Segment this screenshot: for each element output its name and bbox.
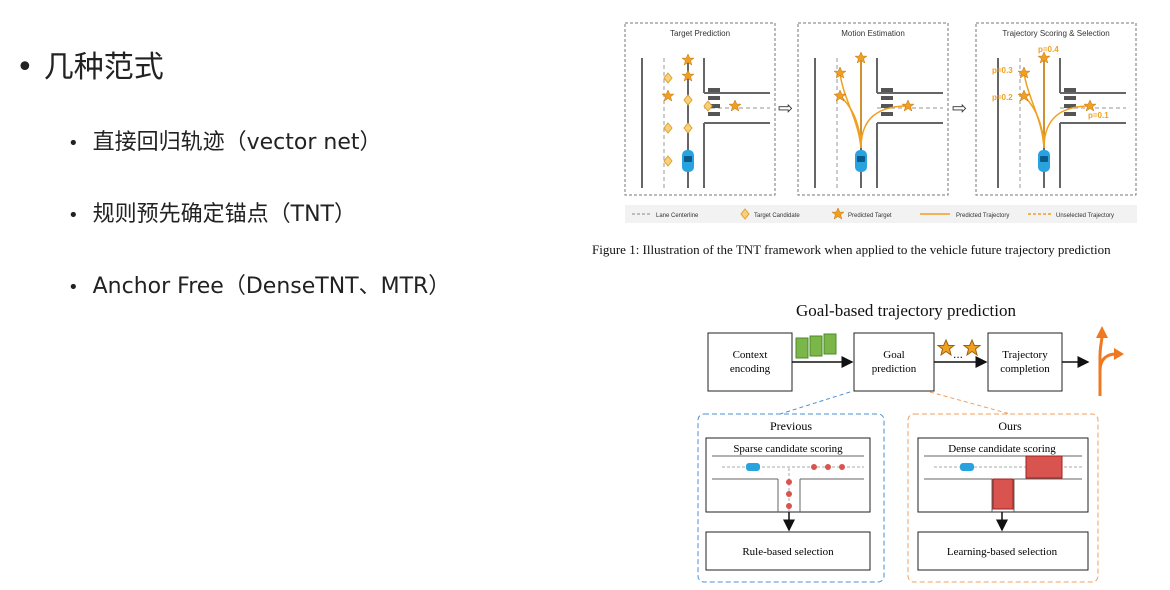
legend-lane: Lane Centerline xyxy=(656,213,699,219)
bullet-main: •几种范式 xyxy=(16,50,164,85)
panel-3-title: Trajectory Scoring & Selection xyxy=(1002,29,1109,38)
tnt-figure: Target Prediction ⇨ Motion Estimation ⇨ … xyxy=(624,22,1137,223)
bullet-sub-1-text: 直接回归轨迹（vector net） xyxy=(92,130,382,155)
feature-blocks xyxy=(795,333,837,359)
goal-box xyxy=(853,332,935,392)
completion-box xyxy=(987,332,1063,392)
goal-ellipsis: ... xyxy=(953,347,963,361)
prob-02: p=0.2 xyxy=(992,93,1013,102)
bullet-sub-2-text: 规则预先确定锚点（TNT） xyxy=(92,202,356,227)
goal-stars: ... xyxy=(936,338,982,361)
goal-text-2: prediction xyxy=(872,363,917,375)
learning-label: Learning-based selection xyxy=(947,546,1058,558)
previous-panel: Previous Sparse candidate scoring Rule-b… xyxy=(697,413,885,583)
legend-unselected: Unselected Trajectory xyxy=(1056,213,1114,219)
dense-label: Dense candidate scoring xyxy=(948,443,1056,455)
goal-figure: Goal-based trajectory prediction Context… xyxy=(697,301,1124,583)
previous-label: Previous xyxy=(770,419,812,433)
sparse-label: Sparse candidate scoring xyxy=(733,443,843,455)
output-arrows xyxy=(1096,326,1124,396)
svg-text:⇨: ⇨ xyxy=(778,98,793,118)
context-text-1: Context xyxy=(733,349,768,361)
ours-label: Ours xyxy=(998,419,1022,433)
bullet-main-text: 几种范式 xyxy=(43,50,164,85)
tnt-caption: Figure 1: Illustration of the TNT framew… xyxy=(592,242,1111,257)
rule-label: Rule-based selection xyxy=(742,546,834,558)
svg-text:⇨: ⇨ xyxy=(952,98,967,118)
legend-candidate: Target Candidate xyxy=(754,213,800,219)
bullet-sub-3-text: Anchor Free（DenseTNT、MTR） xyxy=(92,274,451,299)
panel-motion-estimation: Motion Estimation xyxy=(797,22,949,196)
ours-panel: Ours Dense candidate scoring Learning-ba… xyxy=(907,413,1099,583)
bullet-sub-3: •Anchor Free（DenseTNT、MTR） xyxy=(68,274,451,299)
bullet-sub-1: •直接回归轨迹（vector net） xyxy=(68,130,382,155)
goal-text-1: Goal xyxy=(883,349,904,361)
panel-target-prediction: Target Prediction xyxy=(624,22,776,196)
completion-text-2: completion xyxy=(1000,363,1050,375)
context-box xyxy=(707,332,793,392)
bullet-sub-2: •规则预先确定锚点（TNT） xyxy=(68,202,356,227)
legend-predicted: Predicted Trajectory xyxy=(956,213,1009,219)
prob-03: p=0.3 xyxy=(992,66,1013,75)
context-text-2: encoding xyxy=(730,363,771,375)
tnt-legend: Lane Centerline Target Candidate Predict… xyxy=(625,205,1137,223)
completion-text-1: Trajectory xyxy=(1002,349,1048,361)
goal-title: Goal-based trajectory prediction xyxy=(796,301,1016,320)
panel-trajectory-scoring: Trajectory Scoring & Selection p=0.4 p=0… xyxy=(975,22,1137,196)
prob-01: p=0.1 xyxy=(1088,111,1109,120)
prob-04: p=0.4 xyxy=(1038,45,1059,54)
panel-1-title: Target Prediction xyxy=(670,29,730,38)
panel-2-title: Motion Estimation xyxy=(841,29,905,38)
legend-target: Predicted Target xyxy=(848,213,892,219)
